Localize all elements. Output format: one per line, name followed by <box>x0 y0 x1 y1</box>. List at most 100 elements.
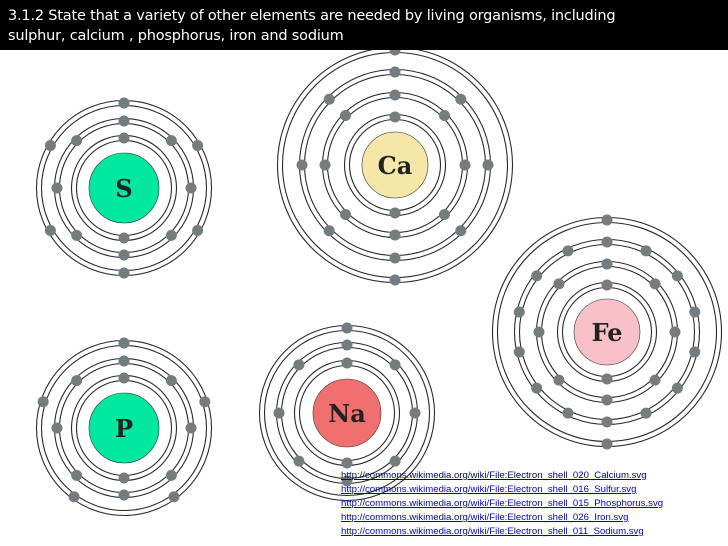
electron <box>165 375 177 387</box>
atom-iron: Fe <box>491 214 723 450</box>
electron <box>168 491 180 503</box>
electron <box>323 93 335 105</box>
nucleus <box>88 392 160 464</box>
electron <box>553 374 565 386</box>
atom-sodium: Na <box>258 322 436 502</box>
electron <box>649 374 661 386</box>
electron <box>118 232 130 244</box>
electron <box>118 249 130 261</box>
electron <box>533 326 545 338</box>
electron <box>51 422 63 434</box>
electron <box>601 236 613 248</box>
electron <box>389 252 401 264</box>
electron <box>118 372 130 384</box>
element-symbol: Ca <box>378 151 413 180</box>
electron <box>165 135 177 147</box>
link-iron[interactable]: http://commons.wikimedia.org/wiki/File:E… <box>341 512 629 523</box>
electron <box>389 359 401 371</box>
electron <box>689 346 701 358</box>
element-symbol: S <box>115 174 132 203</box>
title-line-2: sulphur, calcium , phosphorus, iron and … <box>8 28 344 44</box>
electron <box>455 225 467 237</box>
electron <box>118 489 130 501</box>
electron <box>389 89 401 101</box>
electron <box>71 135 83 147</box>
electron <box>513 346 525 358</box>
electron <box>689 306 701 318</box>
electron <box>640 407 652 419</box>
electron <box>409 407 421 419</box>
electron <box>601 373 613 385</box>
electron <box>531 382 543 394</box>
electron <box>649 278 661 290</box>
electron <box>118 115 130 127</box>
electron <box>389 455 401 467</box>
nucleus <box>88 152 160 224</box>
electron <box>601 438 613 450</box>
electron <box>671 382 683 394</box>
electron <box>455 93 467 105</box>
electron <box>37 396 49 408</box>
electron <box>319 159 331 171</box>
electron <box>669 326 681 338</box>
electron <box>601 279 613 291</box>
electron <box>296 159 308 171</box>
link-phosphorus[interactable]: http://commons.wikimedia.org/wiki/File:E… <box>341 498 664 509</box>
electron <box>118 355 130 367</box>
electron <box>601 214 613 226</box>
electron <box>341 475 353 487</box>
electron <box>671 270 683 282</box>
electron <box>553 278 565 290</box>
electron <box>71 229 83 241</box>
electron <box>389 274 401 286</box>
electron <box>601 258 613 270</box>
electron <box>341 357 353 369</box>
electron <box>192 225 204 236</box>
link-calcium[interactable]: http://commons.wikimedia.org/wiki/File:E… <box>341 470 647 481</box>
electron <box>531 270 543 282</box>
electron <box>562 245 574 257</box>
link-sodium[interactable]: http://commons.wikimedia.org/wiki/File:E… <box>341 526 644 537</box>
element-symbol: Fe <box>592 318 623 347</box>
electron <box>118 472 130 484</box>
electron <box>185 422 197 434</box>
electron <box>640 245 652 257</box>
link-sulfur[interactable]: http://commons.wikimedia.org/wiki/File:E… <box>341 484 637 495</box>
electron <box>341 339 353 351</box>
electron <box>293 455 305 467</box>
electron <box>323 225 335 237</box>
electron <box>192 140 204 151</box>
electron <box>118 337 130 349</box>
electron <box>389 66 401 78</box>
electron <box>459 159 471 171</box>
electron <box>438 110 450 122</box>
element-symbol: P <box>115 414 133 443</box>
source-links: http://commons.wikimedia.org/wiki/File:E… <box>341 469 663 539</box>
electron <box>389 229 401 241</box>
slide-title: 3.1.2 State that a variety of other elem… <box>0 0 728 50</box>
electron <box>562 407 574 419</box>
electron <box>340 110 352 122</box>
electron <box>389 207 401 219</box>
electron <box>438 208 450 220</box>
electron <box>44 140 56 151</box>
electron <box>51 182 63 194</box>
atom-sulfur: S <box>35 97 213 279</box>
electron <box>273 407 285 419</box>
electron <box>165 229 177 241</box>
electron <box>341 322 353 334</box>
electron <box>185 182 197 194</box>
electron <box>71 469 83 481</box>
electron <box>71 375 83 387</box>
nucleus <box>361 131 429 199</box>
atom-phosphorus: P <box>35 337 213 517</box>
electron <box>601 394 613 406</box>
electron <box>44 225 56 236</box>
title-line-1: 3.1.2 State that a variety of other elem… <box>8 8 616 24</box>
electron <box>199 396 211 408</box>
electron <box>293 359 305 371</box>
electron <box>68 491 80 503</box>
electron <box>513 306 525 318</box>
atom-calcium: Ca <box>276 44 514 286</box>
